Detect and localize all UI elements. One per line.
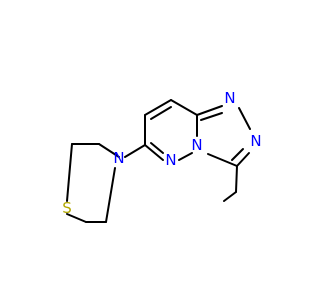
structure-canvas: S N N N N N	[62, 89, 262, 223]
bond	[98, 143, 120, 158]
bond	[236, 152, 250, 167]
bond	[223, 191, 237, 202]
bond	[144, 99, 172, 116]
triazole-nitrogen-label-2: N	[250, 132, 261, 150]
atom-label-layer: S N N N N N	[62, 89, 261, 217]
sulfur-atom-label: S	[62, 199, 72, 217]
bond	[150, 106, 172, 120]
bond	[207, 153, 238, 167]
bond	[144, 144, 164, 161]
bond	[235, 165, 238, 193]
bond	[170, 99, 198, 116]
bond	[66, 213, 87, 223]
bond	[150, 142, 164, 154]
triazole-nitrogen-label-1: N	[224, 89, 235, 107]
bond	[178, 152, 193, 161]
bond	[231, 148, 244, 161]
bond	[200, 112, 223, 121]
molecule-diagram: S N N N N N	[62, 89, 262, 223]
bond	[238, 107, 251, 130]
bond	[124, 144, 146, 158]
bond	[105, 167, 116, 223]
pyridazine-nitrogen-label: N	[165, 151, 176, 169]
bond	[196, 105, 223, 116]
thiomorpholine-nitrogen-label: N	[113, 149, 124, 167]
bond	[66, 143, 73, 202]
bridgehead-nitrogen-label: N	[191, 136, 202, 154]
bond-layer	[66, 99, 251, 223]
